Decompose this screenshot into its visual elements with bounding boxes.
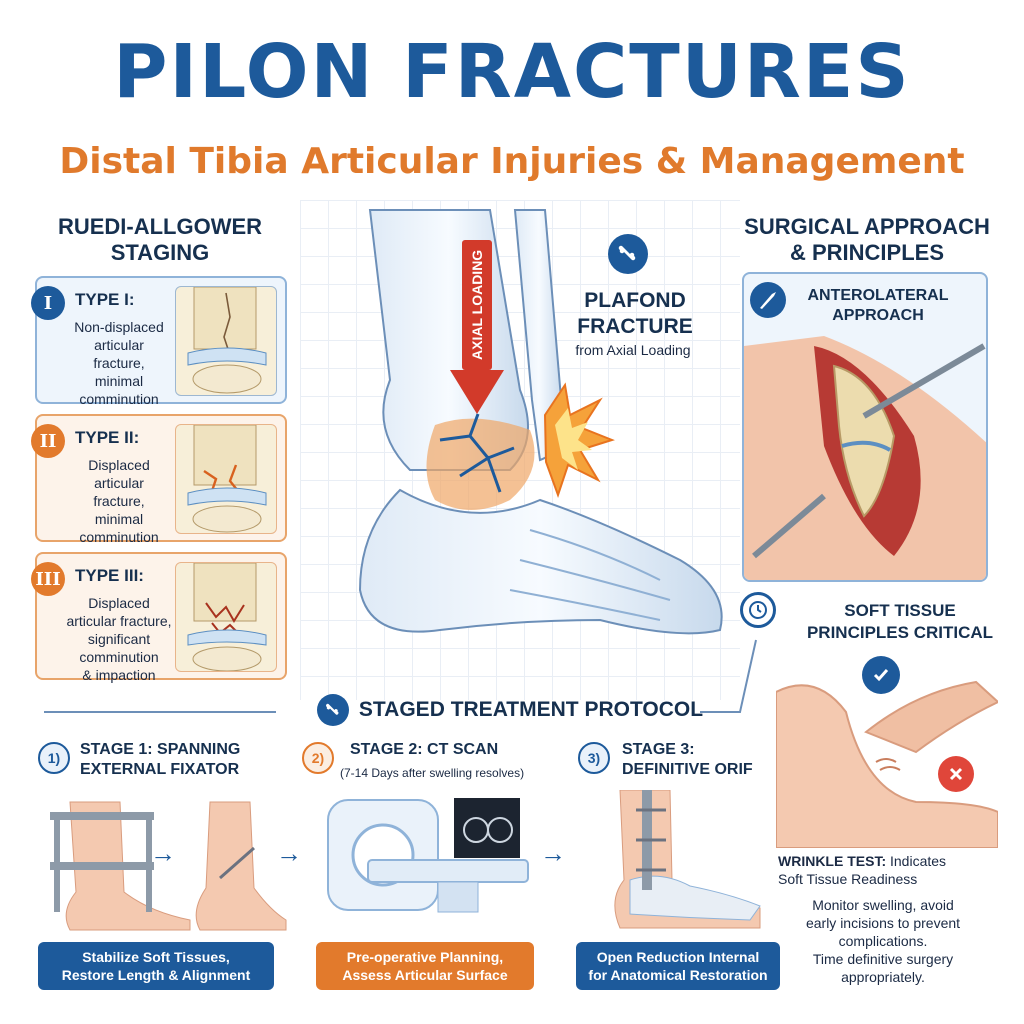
step-3-pill-line1: Open Reduction Internal — [596, 949, 760, 965]
approach-label: ANTEROLATERAL APPROACH — [788, 286, 968, 326]
step-2-to-3-arrow: → — [540, 838, 566, 868]
step-3-pill: Open Reduction Internal for Anatomical R… — [576, 942, 780, 990]
type-3-illustration — [175, 562, 277, 672]
desc-line: comminution — [79, 649, 159, 665]
soft-tissue-heading: SOFT TISSUE PRINCIPLES CRITICAL — [790, 600, 1010, 644]
staging-heading-line2: STAGING — [110, 240, 210, 265]
step-2-pill: Pre-operative Planning, Assess Articular… — [316, 942, 534, 990]
step-2-title: STAGE 2: CT SCAN — [350, 741, 499, 758]
surgical-approach-illustration — [744, 336, 986, 580]
surgical-heading-line1: SURGICAL APPROACH — [744, 214, 990, 239]
type-2-badge: II — [31, 424, 65, 458]
check-icon — [862, 656, 900, 694]
step-1-to-2-arrow: → — [276, 838, 302, 868]
step-1-title: STAGE 1: SPANNING EXTERNAL FIXATOR — [80, 740, 240, 780]
step-1-title-line1: STAGE 1: SPANNING — [80, 741, 241, 758]
desc-line: Displaced — [88, 595, 150, 611]
step-3-title-line1: STAGE 3: — [622, 741, 695, 758]
step-3-title-line2: DEFINITIVE ORIF — [622, 761, 753, 778]
type-1-card: I TYPE I: Non-displaced articular fractu… — [31, 276, 287, 407]
step-1-pill: Stabilize Soft Tissues, Restore Length &… — [38, 942, 274, 990]
plafond-fracture-heading: PLAFOND FRACTURE — [560, 288, 710, 340]
type-2-description: Displaced articular fracture, minimal co… — [45, 456, 193, 546]
wrinkle-line1: WRINKLE TEST: Indicates — [778, 852, 978, 870]
monitor-line: Time definitive surgery — [812, 951, 954, 967]
step-2-pill-line1: Pre-operative Planning, — [346, 949, 504, 965]
protocol-title: STAGED TREATMENT PROTOCOL — [358, 698, 704, 721]
type-1-label: TYPE I: — [75, 290, 135, 309]
desc-line: minimal — [94, 373, 144, 389]
type-2-card: II TYPE II: Displaced articular fracture… — [31, 414, 287, 545]
monitor-line: appropriately. — [841, 969, 925, 985]
type-3-badge: III — [31, 562, 65, 596]
step-2-subtitle: (7-14 Days after swelling resolves) — [340, 766, 525, 780]
wrinkle-test-illustration — [776, 680, 998, 848]
type-3-card: III TYPE III: Displaced articular fractu… — [31, 552, 287, 683]
desc-line: significant — [87, 631, 151, 647]
wrinkle-text: Indicates — [886, 853, 947, 869]
soft-tissue-line2: PRINCIPLES CRITICAL — [806, 623, 994, 642]
desc-line: fracture, — [93, 493, 145, 509]
monitor-swelling-text: Monitor swelling, avoid early incisions … — [778, 896, 988, 986]
desc-line: articular — [94, 475, 144, 491]
bone-icon — [316, 694, 349, 726]
step-1-title-line2: EXTERNAL FIXATOR — [80, 761, 240, 778]
desc-line: Non-displaced — [74, 319, 164, 335]
type-1-description: Non-displaced articular fracture, minima… — [45, 318, 193, 408]
type-1-illustration — [175, 286, 277, 396]
plafond-subtitle: from Axial Loading — [575, 342, 691, 358]
external-fixator-illustration — [50, 801, 287, 931]
step-3-title: STAGE 3: DEFINITIVE ORIF — [622, 740, 753, 780]
type-2-label: TYPE II: — [75, 428, 140, 447]
desc-line: fracture, — [93, 355, 145, 371]
type-2-illustration — [175, 424, 277, 534]
x-icon — [938, 756, 974, 792]
staging-heading-line1: RUEDI-ALLGOWER — [57, 214, 263, 239]
page-title: PILON FRACTURES — [113, 29, 911, 115]
bone-icon — [608, 234, 648, 274]
wrinkle-line2: Soft Tissue Readiness — [778, 871, 918, 887]
monitor-line: Monitor swelling, avoid — [812, 897, 954, 913]
type-1-badge: I — [31, 286, 65, 320]
step-2-number: 2) — [302, 742, 334, 774]
desc-line: minimal — [94, 511, 144, 527]
desc-line: comminution — [79, 391, 159, 407]
monitor-line: complications. — [838, 933, 928, 949]
surgical-heading: SURGICAL APPROACH & PRINCIPLES — [742, 214, 992, 266]
type-3-description: Displaced articular fracture, significan… — [45, 594, 193, 684]
desc-line: articular — [94, 337, 144, 353]
ankle-bone-illustration: AXIAL LOADING — [358, 209, 723, 635]
step-3-pill-line2: for Anatomical Restoration — [588, 967, 768, 983]
desc-line: articular fracture, — [66, 613, 172, 629]
staged-treatment-bar: STAGED TREATMENT PROTOCOL — [280, 690, 740, 730]
orif-illustration — [614, 790, 761, 929]
plafond-line2: FRACTURE — [577, 315, 693, 338]
step-1-inner-arrow: → — [150, 838, 176, 868]
anterolateral-approach-panel: ANTEROLATERAL APPROACH — [742, 272, 988, 582]
page-subtitle: Distal Tibia Articular Injuries & Manage… — [59, 141, 965, 182]
surgical-heading-line2: & PRINCIPLES — [789, 240, 945, 265]
type-3-label: TYPE III: — [75, 566, 144, 585]
scalpel-icon — [750, 282, 786, 318]
step-2-pill-line2: Assess Articular Surface — [342, 967, 508, 983]
monitor-line: early incisions to prevent — [805, 915, 961, 931]
axial-loading-label: AXIAL LOADING — [469, 250, 485, 360]
step-1-pill-line2: Restore Length & Alignment — [61, 967, 251, 983]
step-1-number: 1) — [38, 742, 70, 774]
step-1-pill-line1: Stabilize Soft Tissues, — [82, 949, 230, 965]
approach-line1: ANTEROLATERAL — [807, 287, 949, 304]
soft-tissue-line1: SOFT TISSUE — [844, 601, 956, 620]
desc-line: comminution — [79, 529, 159, 545]
wrinkle-bold: WRINKLE TEST: — [778, 853, 887, 869]
step-3-number: 3) — [578, 742, 610, 774]
wrinkle-test-text: WRINKLE TEST: Indicates Soft Tissue Read… — [778, 852, 978, 888]
staging-heading: RUEDI-ALLGOWER STAGING — [40, 214, 280, 266]
approach-line2: APPROACH — [832, 307, 924, 324]
desc-line: Displaced — [88, 457, 150, 473]
plafond-line1: PLAFOND — [584, 289, 686, 312]
ct-scanner-icon — [327, 798, 529, 913]
clock-icon — [740, 592, 776, 628]
desc-line: & impaction — [82, 667, 156, 683]
